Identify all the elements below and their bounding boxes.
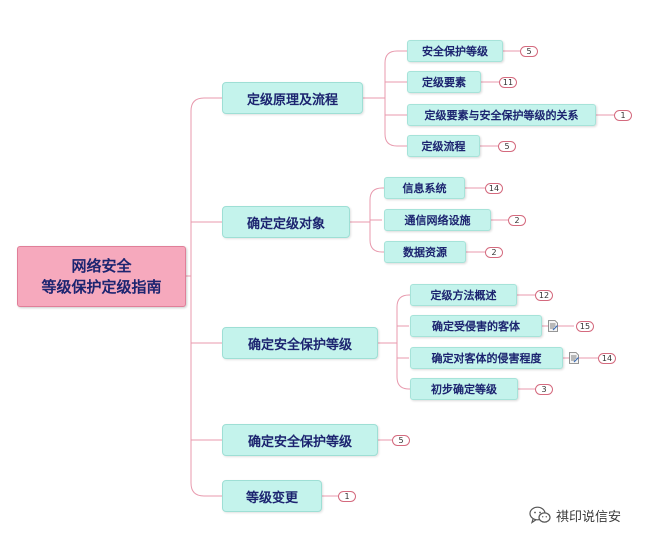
topic-label: 定级流程: [421, 140, 466, 153]
branch-node-level-change[interactable]: 等级变更: [222, 480, 322, 512]
count-badge[interactable]: 2: [508, 215, 526, 226]
topic-label: 确定对客体的侵害程度: [431, 352, 542, 365]
topic-label: 信息系统: [402, 182, 447, 195]
watermark: 祺印说信安: [529, 503, 621, 527]
count-badge[interactable]: 15: [576, 321, 594, 332]
count-badge[interactable]: 2: [485, 247, 503, 258]
count-badge[interactable]: 5: [392, 435, 410, 446]
count-badge[interactable]: 11: [499, 77, 517, 88]
wechat-icon: [529, 506, 551, 524]
topic-node[interactable]: 信息系统: [384, 177, 465, 199]
branch-label: 确定安全保护等级: [247, 434, 352, 450]
topic-label: 初步确定等级: [431, 383, 497, 396]
count-badge[interactable]: 14: [598, 353, 616, 364]
topic-label: 定级方法概述: [430, 289, 497, 302]
count-badge[interactable]: 5: [520, 46, 538, 57]
topic-label: 数据资源: [403, 246, 447, 259]
watermark-text: 祺印说信安: [556, 509, 622, 525]
topic-label: 定级要素: [422, 76, 466, 89]
topic-node[interactable]: 安全保护等级: [407, 40, 503, 62]
count-badge[interactable]: 1: [614, 110, 632, 121]
topic-node[interactable]: 定级要素: [407, 71, 481, 93]
root-node[interactable]: 网络安全 等级保护定级指南: [17, 246, 186, 307]
topic-node[interactable]: 数据资源: [384, 241, 466, 263]
note-icon[interactable]: [569, 352, 579, 364]
branch-node-determine-level[interactable]: 确定安全保护等级: [222, 327, 378, 359]
topic-node[interactable]: 初步确定等级: [410, 378, 518, 400]
branch-label: 确定安全保护等级: [247, 337, 352, 353]
topic-node[interactable]: 确定受侵害的客体: [410, 315, 542, 337]
topic-label: 定级要素与安全保护等级的关系: [424, 109, 579, 122]
branch-node-determine-level-2[interactable]: 确定安全保护等级: [222, 424, 378, 456]
topic-node[interactable]: 定级流程: [407, 135, 480, 157]
branch-node-determine-object[interactable]: 确定定级对象: [222, 206, 350, 238]
topic-node[interactable]: 定级方法概述: [410, 284, 517, 306]
topic-label: 确定受侵害的客体: [432, 320, 520, 333]
count-badge[interactable]: 12: [535, 290, 553, 301]
branch-label: 确定定级对象: [246, 216, 325, 232]
count-badge[interactable]: 14: [485, 183, 503, 194]
topic-node[interactable]: 确定对客体的侵害程度: [410, 347, 563, 369]
branch-node-grading-principles[interactable]: 定级原理及流程: [222, 82, 363, 114]
count-badge[interactable]: 1: [338, 491, 356, 502]
note-icon[interactable]: [548, 320, 558, 332]
count-badge[interactable]: 5: [498, 141, 516, 152]
topic-label: 安全保护等级: [422, 45, 488, 58]
branch-label: 定级原理及流程: [246, 92, 338, 108]
topic-node[interactable]: 定级要素与安全保护等级的关系: [407, 104, 596, 126]
count-badge[interactable]: 3: [535, 384, 553, 395]
topic-label: 通信网络设施: [404, 214, 471, 227]
root-title-line1: 网络安全: [71, 256, 132, 275]
branch-label: 等级变更: [245, 490, 298, 506]
topic-node[interactable]: 通信网络设施: [384, 209, 491, 231]
root-title-line2: 等级保护定级指南: [41, 277, 162, 296]
